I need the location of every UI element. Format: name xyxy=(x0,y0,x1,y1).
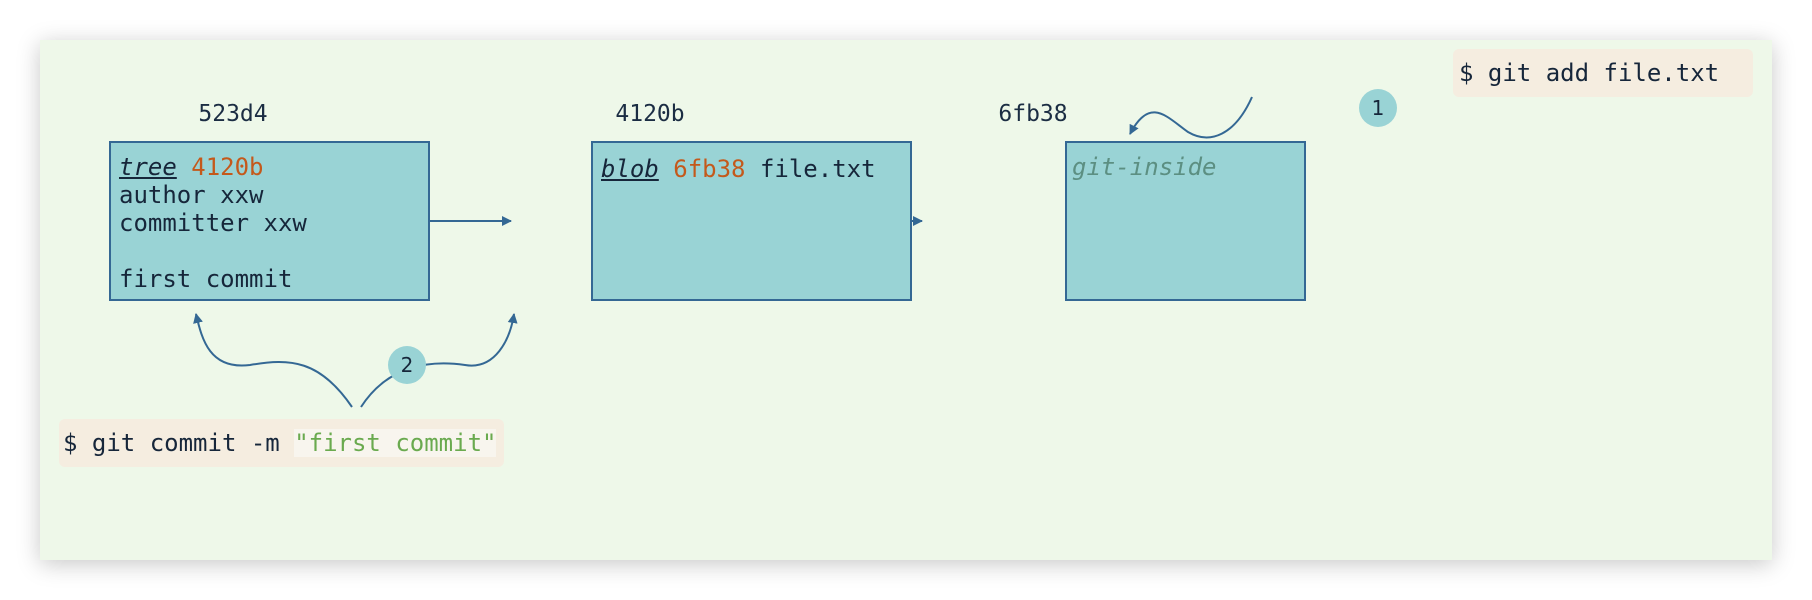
blob-hash-label: 6fb38 xyxy=(998,101,1068,127)
tree-keyword: tree xyxy=(119,153,177,181)
tree-hash-label: 4120b xyxy=(615,101,685,127)
commit-author-line: author xxw xyxy=(119,181,264,209)
commit-committer-line: committer xxw xyxy=(119,209,307,237)
commit-object-box: tree 4120b author xxw committer xxw firs… xyxy=(109,141,430,301)
tree-object-box: blob 6fb38 file.txt xyxy=(591,141,912,301)
tree-ref-hash: 4120b xyxy=(191,153,264,181)
blob-object-box: git-inside xyxy=(1065,141,1306,301)
arrow-add-to-blob xyxy=(1129,96,1253,139)
commit-message-string: "first commit" xyxy=(294,429,497,457)
step-1-badge: 1 xyxy=(1359,89,1397,127)
git-commit-command: $ git commit -m "first commit" xyxy=(59,419,504,467)
blob-ref-filename: file.txt xyxy=(759,155,876,183)
blob-content: git-inside xyxy=(1072,153,1217,181)
commit-message-line: first commit xyxy=(119,265,293,293)
diagram-canvas: 523d4 4120b 6fb38 tree 4120b author xxw … xyxy=(40,40,1772,560)
commit-command-prefix: $ git commit -m xyxy=(63,429,295,457)
tree-entry-line: blob 6fb38 file.txt xyxy=(601,155,902,183)
git-add-command: $ git add file.txt xyxy=(1453,49,1753,97)
step-2-badge: 2 xyxy=(388,346,426,384)
commit-hash-label: 523d4 xyxy=(198,101,268,127)
arrow-commit-cmd-to-commit xyxy=(193,313,353,408)
blob-ref-hash: 6fb38 xyxy=(673,155,746,183)
arrow-commit-cmd-to-tree xyxy=(360,313,518,408)
blob-keyword: blob xyxy=(601,155,659,183)
commit-blank-line xyxy=(119,237,420,265)
commit-tree-line: tree 4120b xyxy=(119,153,420,181)
